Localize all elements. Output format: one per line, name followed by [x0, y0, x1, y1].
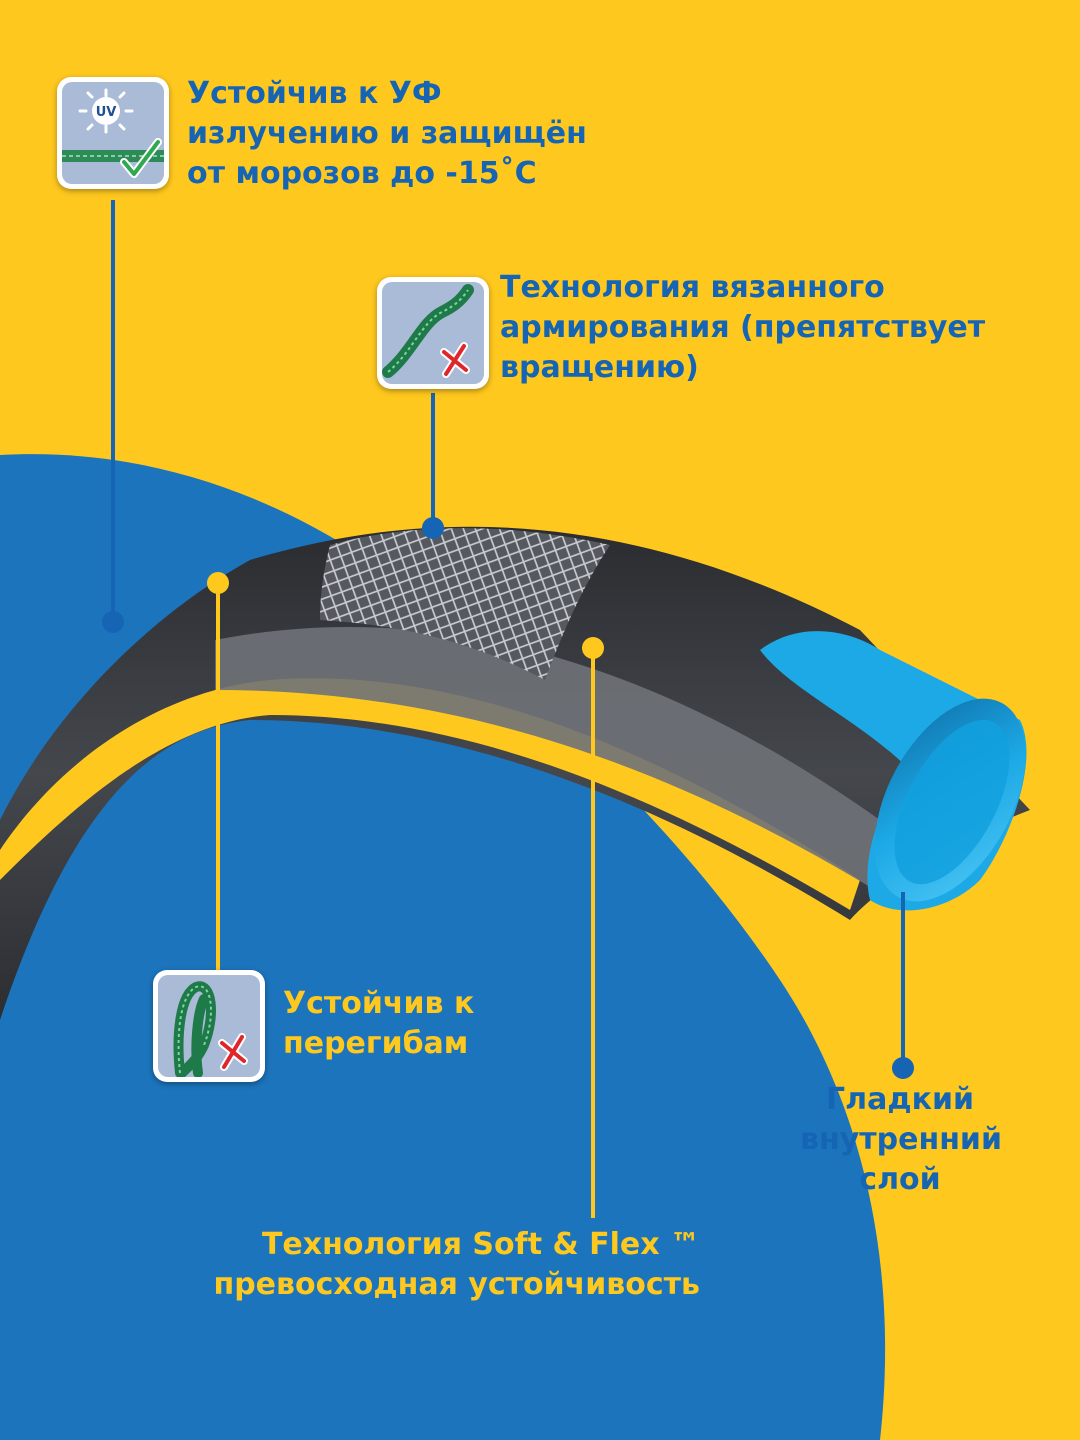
hose-grey-layer: [215, 626, 880, 890]
knitted-reinforcement-icon: [377, 277, 489, 389]
hose-inner-lumen: [894, 719, 1010, 885]
inner-leader-dot: [892, 1057, 914, 1079]
softflex-feature-line-1: Технология Soft & Flex ™: [261, 1227, 700, 1262]
knit-feature-line-3: вращению): [500, 350, 699, 385]
uv-feature-line-2: излучению и защищён: [187, 116, 587, 151]
inner-layer-label: Гладкий внутренний слой: [800, 1080, 1002, 1200]
softflex-feature-label: Технология Soft & Flex ™ превосходная ус…: [210, 1225, 700, 1305]
kink-resistance-icon: [153, 970, 265, 1082]
knit-leader-dot: [422, 517, 444, 539]
inner-layer-line-1: Гладкий: [826, 1082, 974, 1117]
hose-yellow-stripe: [0, 678, 860, 910]
knit-feature-line-2: армирования (препятствует: [500, 310, 986, 345]
uv-feature-label: Устойчив к УФ излучению и защищён от мор…: [187, 74, 587, 194]
hose-knitted-mesh: [320, 528, 610, 680]
uv-resistance-icon: UV: [57, 77, 169, 189]
kink-feature-line-1: Устойчив к: [283, 986, 475, 1021]
uv-feature-line-1: Устойчив к УФ: [187, 76, 442, 111]
kink-feature-label: Устойчив к перегибам: [283, 984, 474, 1064]
uv-leader-dot: [102, 611, 124, 633]
uv-feature-line-3: от морозов до -15˚С: [187, 156, 537, 191]
kink-feature-line-2: перегибам: [283, 1026, 469, 1061]
softflex-feature-line-2: превосходная устойчивость: [213, 1267, 700, 1302]
knit-feature-label: Технология вязанного армирования (препят…: [500, 268, 985, 388]
inner-layer-line-2: внутренний: [800, 1122, 1002, 1157]
uv-badge-text: UV: [96, 105, 117, 120]
knit-feature-line-1: Технология вязанного: [500, 270, 885, 305]
inner-layer-line-3: слой: [859, 1162, 941, 1197]
